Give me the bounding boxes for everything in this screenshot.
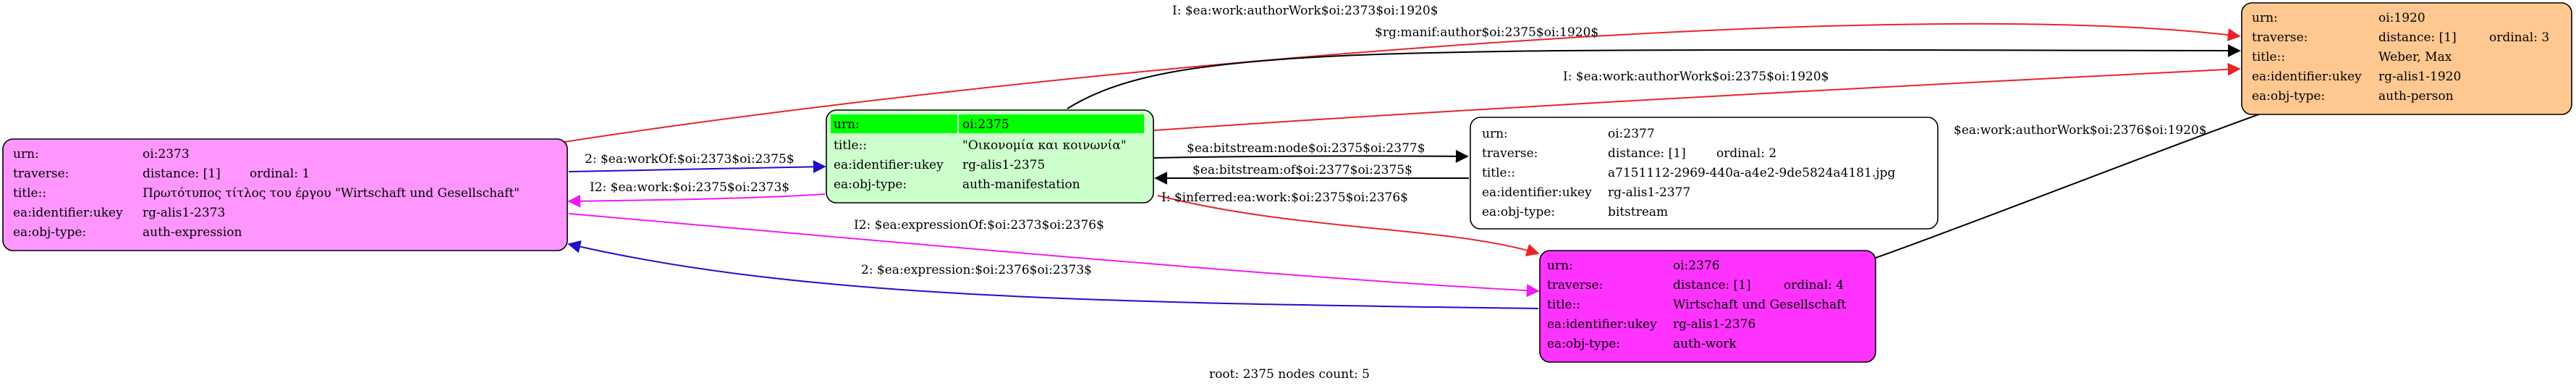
node-ukey-value: rg-alis1-2373 [143, 206, 225, 220]
node-ukey-key: ea:identifier:ukey [13, 206, 123, 220]
edge-authorwork-2375-1920 [1153, 62, 2241, 131]
node-traverse-value: distance: [1] [143, 167, 221, 181]
node-expression-2373[interactable]: urn: oi:2373 traverse: distance: [1] ord… [2, 138, 568, 251]
node-traverse-value: distance: [1] [1673, 278, 1751, 293]
edge-label-authorwork-2375-1920: I: $ea:work:authorWork$oi:2375$oi:1920$ [1563, 70, 1829, 84]
node-traverse-value: distance: [1] [2378, 30, 2457, 45]
node-ukey-value: rg-alis1-2375 [962, 158, 1045, 172]
node-manifestation-2375[interactable]: urn: oi:2375 title:: "Οικονομία και κοιν… [826, 109, 1154, 204]
edge-label-inferred-work-2375-2376: I: $inferred:ea:work:$oi:2375$oi:2376$ [1161, 190, 1408, 205]
node-traverse-value: distance: [1] [1608, 146, 1686, 161]
node-ukey-value: rg-alis1-2376 [1673, 317, 1755, 332]
node-bitstream-2377[interactable]: urn: oi:2377 traverse: distance: [1] ord… [1470, 117, 1939, 230]
node-title-value: Weber, Max [2378, 50, 2452, 64]
node-title-value: a7151112-2969-440a-a4e2-9de5824a4181.jpg [1608, 166, 1895, 180]
node-ordinal: ordinal: 4 [1784, 278, 1844, 293]
edge-authorwork-2373-1920 [564, 22, 2241, 143]
node-ordinal: ordinal: 2 [1716, 146, 1776, 161]
node-traverse-key: traverse: [1547, 278, 1603, 293]
node-type-value: bitstream [1608, 205, 1668, 219]
node-title-key: title:: [2252, 50, 2285, 64]
node-ukey-key: ea:identifier:ukey [2252, 70, 2362, 84]
node-box [1470, 117, 1939, 230]
node-ukey-key: ea:identifier:ukey [1482, 185, 1592, 200]
node-title-key: title:: [1482, 166, 1515, 180]
edge-label-work-2375-2373: I2: $ea:work:$oi:2375$oi:2373$ [590, 180, 789, 195]
node-type-value: auth-expression [143, 225, 242, 240]
edge-label-authorwork-2376-1920: $ea:work:authorWork$oi:2376$oi:1920$ [1954, 123, 2207, 138]
node-box [2241, 2, 2572, 115]
edge-label-expression-2376-2373: 2: $ea:expression:$oi:2376$oi:2373$ [861, 263, 1092, 277]
node-type-key: ea:obj-type: [1482, 205, 1555, 219]
node-person-1920[interactable]: urn: oi:1920 traverse: distance: [1] ord… [2241, 2, 2572, 115]
edge-manif-author-2375-1920 [1067, 43, 2241, 109]
node-type-key: ea:obj-type: [834, 177, 907, 192]
node-urn-key: urn: [1482, 127, 1508, 141]
node-ordinal: ordinal: 3 [2489, 30, 2549, 45]
edge-workof-2373-2375 [568, 160, 826, 174]
node-type-value: auth-manifestation [962, 177, 1080, 192]
node-type-key: ea:obj-type: [13, 225, 86, 240]
node-work-2376[interactable]: urn: oi:2376 traverse: distance: [1] ord… [1539, 250, 1876, 363]
node-title-key: title:: [13, 186, 46, 201]
node-box [2, 138, 568, 251]
node-urn-key: urn: [834, 117, 860, 132]
node-ukey-key: ea:identifier:ukey [1547, 317, 1657, 332]
node-urn-key: urn: [13, 147, 39, 161]
node-ukey-value: rg-alis1-1920 [2378, 70, 2461, 84]
edge-label-expressionof-2373-2376: I2: $ea:expressionOf:$oi:2373$oi:2376$ [854, 218, 1104, 232]
node-header-key-bg [831, 114, 957, 133]
node-type-key: ea:obj-type: [2252, 89, 2325, 104]
edge-inferred-work-2375-2376 [1157, 195, 1540, 256]
node-title-value: "Οικονομία και κοινωνία" [962, 138, 1127, 153]
node-ordinal: ordinal: 1 [250, 167, 310, 181]
node-urn-value: oi:2373 [143, 147, 190, 161]
node-box [1539, 250, 1876, 363]
node-urn-value: oi:1920 [2378, 11, 2425, 25]
node-title-value: Πρωτότυπος τίτλος του έργου "Wirtschaft … [143, 186, 520, 201]
edge-expressionof-2373-2376 [568, 213, 1540, 298]
edge-label-bitstream-of-2377-2375: $ea:bitstream:of$oi:2377$oi:2375$ [1192, 163, 1412, 177]
node-traverse-key: traverse: [1482, 146, 1538, 161]
node-header-value-bg [959, 114, 1144, 133]
node-urn-value: oi:2376 [1673, 259, 1720, 273]
node-urn-value: oi:2377 [1608, 127, 1655, 141]
edge-label-authorwork-2373-1920: I: $ea:work:authorWork$oi:2373$oi:1920$ [1172, 4, 1439, 18]
node-urn-key: urn: [2252, 11, 2278, 25]
edge-label-bitstream-node-2375-2377: $ea:bitstream:node$oi:2375$oi:2377$ [1187, 141, 1425, 156]
node-ukey-value: rg-alis1-2377 [1608, 185, 1690, 200]
edge-label-workof-2373-2375: 2: $ea:workOf:$oi:2373$oi:2375$ [585, 152, 795, 167]
edge-work-2375-2373 [567, 193, 826, 208]
edge-authorwork-2376-1920 [1875, 91, 2317, 259]
node-type-value: auth-work [1673, 337, 1737, 351]
edge-expression-2376-2373 [567, 240, 1539, 309]
node-title-key: title:: [1547, 298, 1580, 312]
graph-caption: root: 2375 nodes count: 5 [1209, 367, 1370, 382]
node-urn-key: urn: [1547, 259, 1573, 273]
node-title-key: title:: [834, 138, 867, 153]
node-ukey-key: ea:identifier:ukey [834, 158, 944, 172]
node-type-value: auth-person [2378, 89, 2454, 104]
edge-bitstream-node-2375-2377 [1153, 149, 1469, 163]
node-urn-value: oi:2375 [962, 117, 1009, 132]
node-type-key: ea:obj-type: [1547, 337, 1620, 351]
node-traverse-key: traverse: [2252, 30, 2308, 45]
node-title-value: Wirtschaft und Gesellschaft [1673, 298, 1847, 312]
node-traverse-key: traverse: [13, 167, 69, 181]
edge-label-manif-author-2375-1920: $rg:manif:author$oi:2375$oi:1920$ [1375, 25, 1598, 40]
